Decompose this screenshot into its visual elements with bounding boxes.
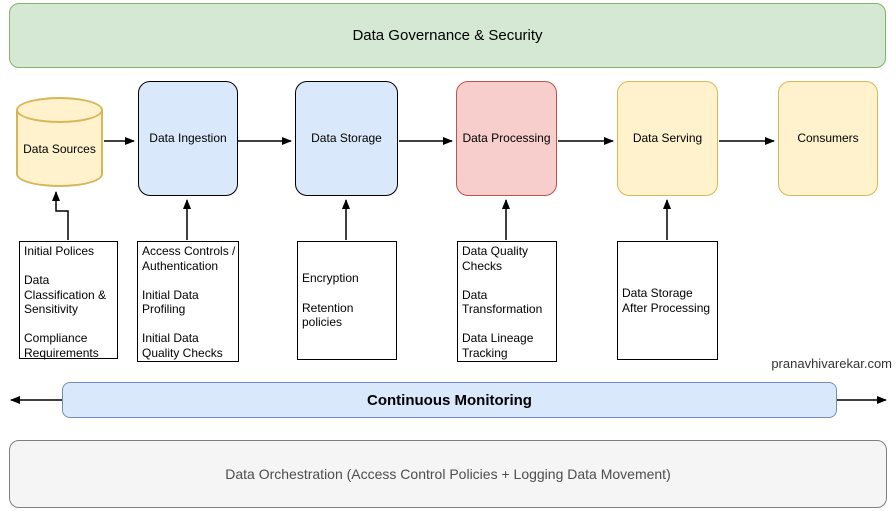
note-initial-policies: Initial Polices Data Classification & Se… — [19, 241, 118, 360]
node-data-sources-label: Data Sources — [23, 141, 96, 156]
node-data-ingestion-label: Data Ingestion — [149, 131, 227, 146]
node-data-processing: Data Processing — [456, 81, 557, 196]
node-data-ingestion: Data Ingestion — [138, 81, 238, 196]
watermark-text: pranavhivarekar.com — [771, 356, 892, 371]
node-data-storage: Data Storage — [295, 81, 398, 196]
node-consumers: Consumers — [778, 81, 878, 196]
node-data-storage-label: Data Storage — [311, 131, 382, 146]
data-orchestration-banner: Data Orchestration (Access Control Polic… — [9, 440, 887, 508]
data-orchestration-label: Data Orchestration (Access Control Polic… — [225, 466, 671, 482]
note-access-controls: Access Controls / Authentication Initial… — [137, 241, 239, 362]
node-consumers-label: Consumers — [797, 131, 859, 146]
node-data-serving-label: Data Serving — [632, 131, 703, 146]
continuous-monitoring-label: Continuous Monitoring — [367, 391, 532, 409]
note-quality-transformation-lineage: Data Quality Checks Data Transformation … — [457, 241, 557, 362]
arrow-policies-to-sources — [52, 191, 69, 240]
node-data-sources: Data Sources — [16, 97, 103, 187]
governance-security-label: Data Governance & Security — [352, 27, 543, 44]
note-encryption-retention: Encryption Retention policies — [297, 241, 397, 360]
note-storage-after-processing: Data Storage After Processing — [617, 241, 718, 360]
node-data-processing-label: Data Processing — [462, 131, 551, 146]
node-data-serving: Data Serving — [617, 81, 718, 196]
governance-security-banner: Data Governance & Security — [9, 3, 886, 68]
continuous-monitoring-banner: Continuous Monitoring — [62, 382, 837, 418]
cylinder-top-ellipse — [16, 97, 103, 123]
